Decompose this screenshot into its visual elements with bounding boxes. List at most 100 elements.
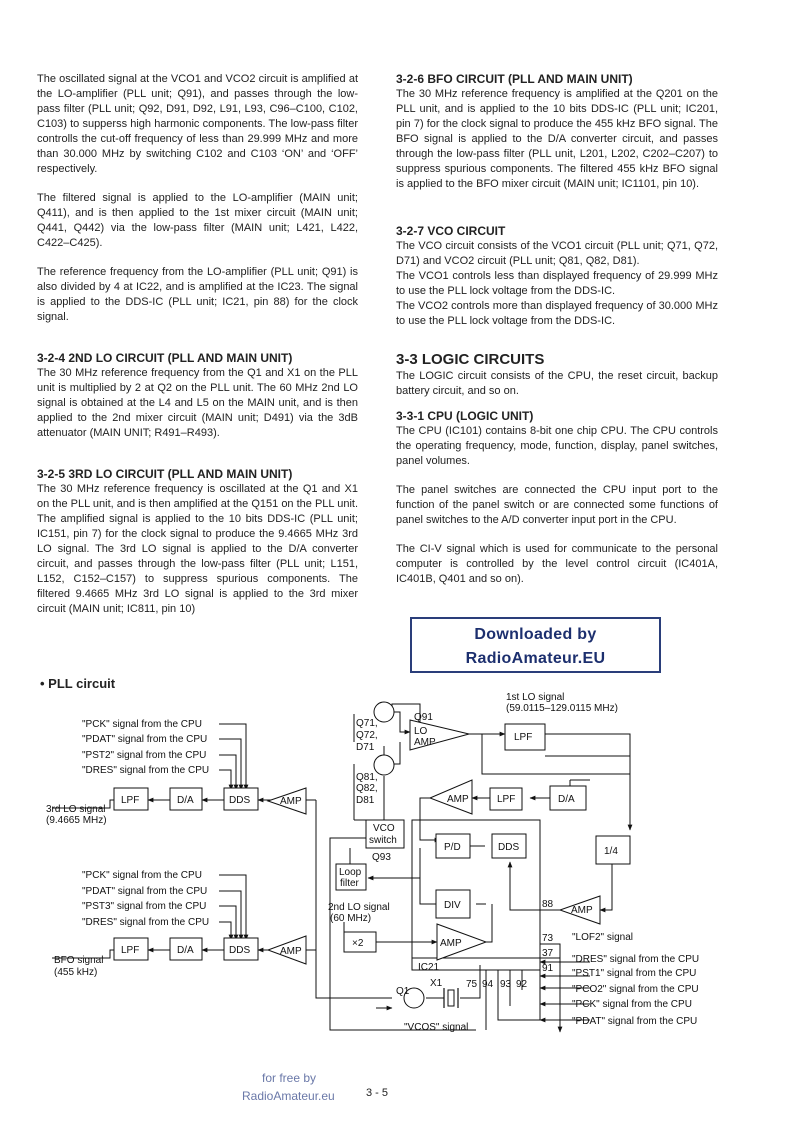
paragraph: The LOGIC circuit consists of the CPU, t…: [396, 370, 718, 397]
ic21-boundary: [411, 819, 541, 971]
lo1-label: 1st LO signal: [506, 692, 564, 703]
pin-number: 94: [482, 979, 494, 990]
bfo-label: BFO signal: [54, 955, 103, 966]
lof2-label: "LOF2" signal: [572, 932, 633, 943]
lo-amp-label: LO: [414, 726, 428, 737]
section-heading-3-2-5: 3-2-5 3RD LO CIRCUIT (PLL AND MAIN UNIT): [37, 467, 293, 481]
lo2-label: 2nd LO signal: [328, 902, 390, 913]
pll-circuit-title: • PLL circuit: [40, 676, 116, 691]
section-heading-3-3: 3-3 LOGIC CIRCUITS: [396, 351, 545, 368]
pin-number: 73: [542, 933, 554, 944]
section-heading-3-2-4: 3-2-4 2ND LO CIRCUIT (PLL AND MAIN UNIT): [37, 351, 293, 365]
banner-line-1: Downloaded by: [474, 626, 597, 643]
amp-label: AMP: [571, 905, 593, 916]
section-heading-3-2-7: 3-2-7 VCO CIRCUIT: [396, 224, 506, 238]
cpu-signal-label: "PCO2" signal from the CPU: [572, 984, 699, 995]
q81-label: Q81,: [356, 772, 378, 783]
paragraph: The CPU (IC101) contains 8-bit one chip …: [396, 425, 718, 467]
da-label: D/A: [558, 794, 575, 805]
amp-label: AMP: [440, 938, 462, 949]
x1-label: X1: [430, 978, 443, 989]
section-heading-3-2-6: 3-2-6 BFO CIRCUIT (PLL AND MAIN UNIT): [396, 72, 633, 86]
q82-label: Q82,: [356, 783, 378, 794]
paragraph: The oscillated signal at the VCO1 and VC…: [37, 73, 358, 175]
cpu-signal-label: "DRES" signal from the CPU: [82, 917, 209, 928]
lo-amp-label-2: AMP: [414, 737, 436, 748]
paragraph: The 30 MHz reference frequency is oscill…: [37, 483, 358, 615]
vcos-label: "VCOS" signal: [404, 1022, 468, 1033]
section-heading-3-3-1: 3-3-1 CPU (LOGIC UNIT): [396, 409, 534, 423]
cpu-signal-label: "PDAT" signal from the CPU: [82, 886, 207, 897]
lo3-label: 3rd LO signal: [46, 804, 105, 815]
dds-label: DDS: [498, 842, 519, 853]
footer-credit: for free by: [262, 1071, 317, 1085]
cpu-signal-label: "PDAT" signal from the CPU: [572, 1016, 697, 1027]
da-label: D/A: [177, 795, 194, 806]
paragraph: The VCO2 controls more than displayed fr…: [396, 300, 718, 327]
cpu-signal-label: "PST3" signal from the CPU: [82, 901, 206, 912]
q72-label: Q72,: [356, 730, 378, 741]
diagram-lines: [52, 703, 633, 1033]
pin-number: 91: [542, 963, 554, 974]
pd-label: P/D: [444, 842, 461, 853]
paragraph: The CI-V signal which is used for commun…: [396, 543, 718, 585]
lo1-freq: (59.0115–129.0115 MHz): [506, 703, 618, 714]
lo2-freq: (60 MHz): [330, 913, 371, 924]
x2-label: ×2: [352, 938, 364, 949]
loop-filter-label-2: filter: [340, 878, 360, 889]
q71-label: Q71,: [356, 718, 378, 729]
da-label: D/A: [177, 945, 194, 956]
d71-label: D71: [356, 742, 375, 753]
paragraph: The filtered signal is applied to the LO…: [37, 192, 358, 249]
footer-link[interactable]: RadioAmateur.eu: [242, 1089, 335, 1103]
lpf-label: LPF: [497, 794, 515, 805]
ic21-label: IC21: [418, 962, 440, 973]
paragraph: The VCO1 controls less than displayed fr…: [396, 270, 718, 297]
banner-line-2: RadioAmateur.EU: [465, 650, 606, 667]
div-label: DIV: [444, 900, 461, 911]
pin-number: 92: [516, 979, 528, 990]
amp-label: AMP: [280, 946, 302, 957]
lo3-freq: (9.4665 MHz): [46, 815, 107, 826]
pll-block-diagram: LPF D/A DDS AMP LPF D/A DDS AMP VCO swit…: [46, 692, 699, 1033]
dds-label: DDS: [229, 945, 250, 956]
cpu-signal-label: "DRES" signal from the CPU: [572, 954, 699, 965]
cpu-signal-label: "PCK" signal from the CPU: [82, 870, 202, 881]
q91-label: Q91: [414, 712, 433, 723]
lpf-label: LPF: [121, 945, 139, 956]
vco-switch-label: VCO: [373, 823, 395, 834]
pin-number: 75: [466, 979, 478, 990]
paragraph: The panel switches are connected the CPU…: [396, 484, 718, 526]
paragraph: The reference frequency from the LO-ampl…: [37, 266, 358, 323]
pin-number: 37: [542, 948, 554, 959]
lpf-label: LPF: [121, 795, 139, 806]
dds-label: DDS: [229, 795, 250, 806]
lpf-label: LPF: [514, 732, 532, 743]
download-banner[interactable]: Downloaded by RadioAmateur.EU: [410, 617, 661, 673]
pin-number: 88: [542, 899, 554, 910]
cpu-signal-label: "PST2" signal from the CPU: [82, 750, 206, 761]
right-column: 3-2-6 BFO CIRCUIT (PLL AND MAIN UNIT) Th…: [396, 72, 718, 601]
bfo-freq: (455 kHz): [54, 967, 97, 978]
amp-label: AMP: [447, 794, 469, 805]
diagram-blocks: [113, 701, 631, 1009]
amp-label: AMP: [280, 796, 302, 807]
cpu-signal-label: "PDAT" signal from the CPU: [82, 734, 207, 745]
paragraph: The VCO circuit consists of the VCO1 cir…: [396, 240, 718, 267]
q1-label: Q1: [396, 986, 410, 997]
d81-label: D81: [356, 795, 375, 806]
paragraph: The 30 MHz reference frequency from the …: [37, 367, 358, 439]
left-column: The oscillated signal at the VCO1 and VC…: [37, 72, 358, 631]
vco-switch-label-2: switch: [369, 835, 397, 846]
cpu-signal-label: "PCK" signal from the CPU: [572, 999, 692, 1010]
pin-number: 93: [500, 979, 512, 990]
crystal-plates: [443, 988, 459, 1008]
cpu-signal-label: "DRES" signal from the CPU: [82, 765, 209, 776]
cpu-signal-label: "PCK" signal from the CPU: [82, 719, 202, 730]
paragraph: The 30 MHz reference frequency is amplif…: [396, 88, 718, 190]
q93-label: Q93: [372, 852, 391, 863]
loop-filter-label: Loop: [339, 867, 362, 878]
cpu-signal-label: "PST1" signal from the CPU: [572, 968, 696, 979]
page-number: 3 - 5: [366, 1087, 389, 1099]
quarter-divider-label: 1/4: [604, 846, 618, 857]
